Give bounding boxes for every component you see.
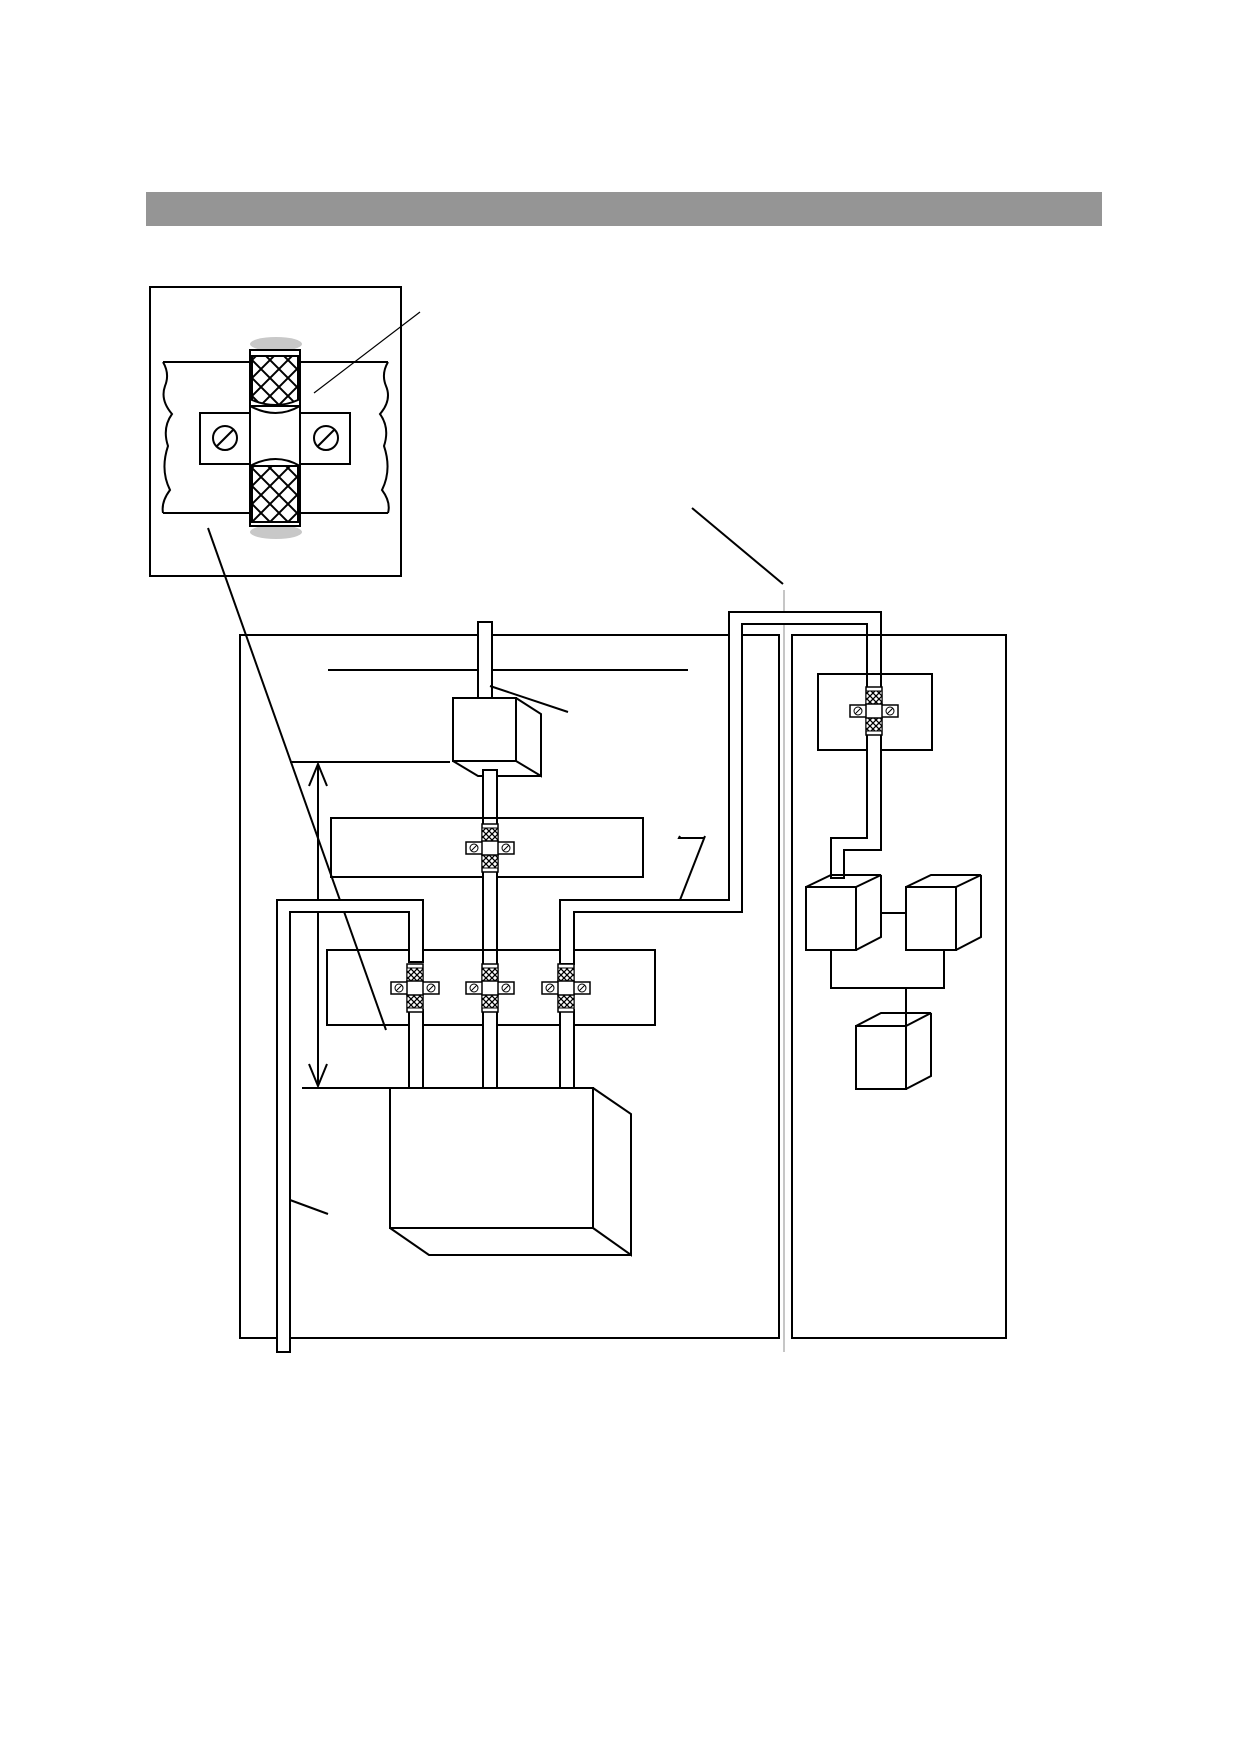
cable-clamp-icon xyxy=(541,963,591,1013)
screw-icon xyxy=(469,983,479,993)
component-box xyxy=(905,874,982,951)
screw-icon xyxy=(313,425,339,451)
cable-clamp-icon xyxy=(465,963,515,1013)
screw-icon xyxy=(885,706,895,716)
screw-icon xyxy=(501,843,511,853)
cable xyxy=(482,769,498,826)
cable xyxy=(408,1009,424,1089)
component-box xyxy=(805,874,882,951)
leader-line-detail xyxy=(207,527,387,1031)
header-bar xyxy=(146,192,1102,226)
break-line-left xyxy=(161,361,174,514)
detail-inset xyxy=(149,286,421,577)
braided-shield-icon xyxy=(251,355,299,406)
screw-icon xyxy=(853,706,863,716)
left-cabinet-frame xyxy=(239,634,780,1339)
drive-unit-box xyxy=(389,1087,632,1257)
leader-line xyxy=(313,311,421,394)
screw-icon xyxy=(212,425,238,451)
arrow-up-icon xyxy=(308,761,328,787)
break-line-right xyxy=(378,361,390,514)
cable-clamp-icon xyxy=(849,686,899,736)
cable-end-bottom xyxy=(250,525,302,539)
left-cabinet xyxy=(239,611,882,1353)
leader-line xyxy=(691,507,784,585)
screw-icon xyxy=(501,983,511,993)
screw-icon xyxy=(577,983,587,993)
leader-line xyxy=(489,685,569,713)
leader-line xyxy=(679,835,706,901)
detail-inset-frame xyxy=(149,286,402,577)
right-cabinet-frame xyxy=(791,634,1007,1339)
ground-cable xyxy=(276,899,424,1353)
cable-clamps xyxy=(390,686,899,1013)
screw-icon xyxy=(545,983,555,993)
cable-clamp-icon xyxy=(390,963,440,1013)
cable xyxy=(559,1009,575,1089)
cable-end-top xyxy=(250,337,302,351)
screw-icon xyxy=(426,983,436,993)
wire xyxy=(830,950,945,989)
cable xyxy=(482,1009,498,1089)
cable xyxy=(830,729,882,879)
leader-line xyxy=(289,1199,329,1215)
right-cabinet xyxy=(791,634,1007,1339)
filter-box xyxy=(452,697,542,778)
screw-icon xyxy=(469,843,479,853)
screw-icon xyxy=(394,983,404,993)
component-box xyxy=(855,1012,932,1090)
cable-clamp-icon xyxy=(465,823,515,873)
arrow-down-icon xyxy=(308,1063,328,1089)
